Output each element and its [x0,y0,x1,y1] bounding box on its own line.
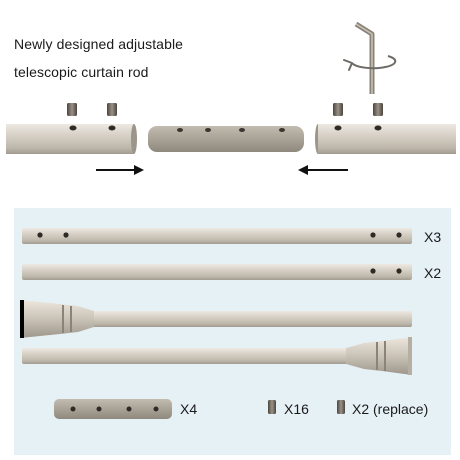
connector-piece [148,126,304,152]
rod-single-end-hole [22,264,412,280]
left-rod-segment [6,124,137,154]
qty-set-screw: X16 [284,401,309,417]
title-line-2: telescopic curtain rod [14,64,149,80]
qty-connector: X4 [180,401,198,417]
set-screw-icon [268,400,276,414]
rod-finial-left [20,300,412,338]
hex-key-icon [354,21,375,94]
set-screw-icon [67,103,117,116]
title-line-1: Newly designed adjustable [14,36,184,52]
qty-double-hole-rod: X3 [424,229,442,245]
right-arrow-icon [96,165,144,175]
right-rod-segment [315,124,456,154]
connector-icon [54,399,172,419]
qty-replacement-screw: X2 (replace) [352,401,429,417]
replacement-screw-icon [337,400,345,414]
rod-double-hole [22,228,412,244]
set-screw-icon [333,103,383,116]
rotate-arrow-icon [343,55,397,71]
qty-single-hole-rod: X2 [424,265,442,281]
left-arrow-icon [298,165,348,175]
rod-finial-right [22,337,412,375]
